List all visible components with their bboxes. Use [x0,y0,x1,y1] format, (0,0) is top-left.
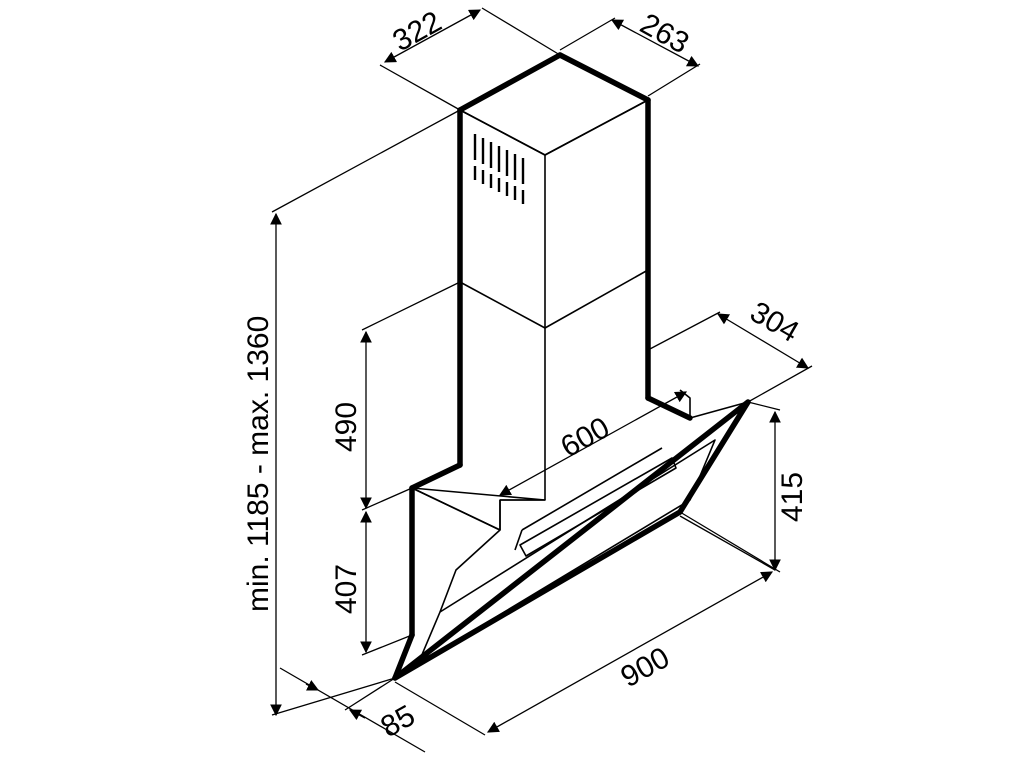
label-lower-chimney: 407 [330,564,363,614]
base-box [411,487,546,531]
label-chimney-depth: 263 [635,7,695,60]
chimney-top-face [459,54,649,156]
dimension-lines [270,7,813,753]
label-front-offset: 85 [375,699,420,744]
control-strip [519,457,677,557]
label-chimney-width: 322 [387,5,447,58]
label-base-width: 600 [555,411,615,464]
chimney-top-side-edge [544,99,649,156]
vent-grille [473,134,525,204]
chimney-top-right-edge [557,52,651,103]
glass-inner [417,439,716,665]
dimension-labels: 322 263 min. 1185 - max. 1360 490 407 30… [242,5,809,744]
chimney [409,52,693,501]
label-glass-height: 415 [776,472,809,522]
label-glass-depth: 304 [745,295,805,349]
chimney-top-left-edge [457,52,563,113]
label-hood-width: 900 [615,641,675,694]
chimney-bottom-edge [409,462,463,491]
label-upper-chimney: 490 [330,402,363,452]
chimney-joint-right [544,269,649,329]
label-total-height: min. 1185 - max. 1360 [242,316,275,612]
chimney-joint-left [459,281,546,329]
chimney-top-front-edge [459,109,546,156]
glass-inner-left [439,529,501,613]
